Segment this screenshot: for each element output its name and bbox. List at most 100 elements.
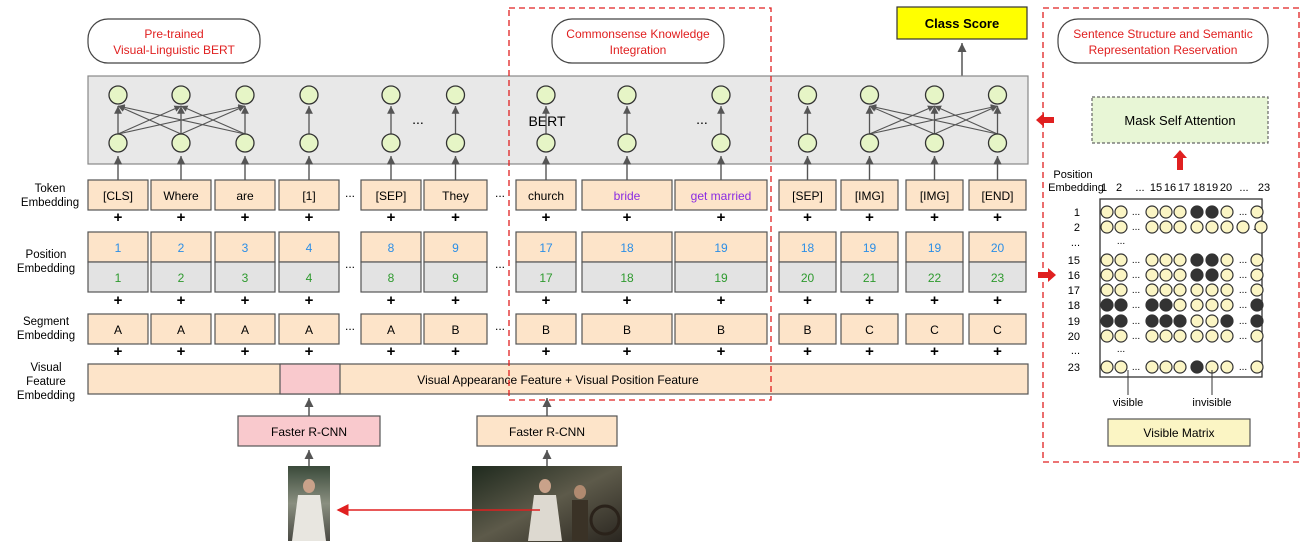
matrix-cell-visible bbox=[1100, 268, 1114, 282]
matrix-cell-visible bbox=[1114, 253, 1128, 267]
matrix-cell-ellipsis: ... bbox=[1239, 300, 1247, 311]
sentence-structure-title-line2: Representation Reservation bbox=[1089, 43, 1238, 57]
plus-sign: + bbox=[993, 209, 1002, 226]
token-text: They bbox=[442, 189, 469, 203]
matrix-position-label-1: Position bbox=[1053, 169, 1092, 181]
faster-rcnn-label-2: Faster R-CNN bbox=[509, 425, 585, 439]
visible-matrix-footer: Visible Matrix bbox=[1143, 426, 1214, 440]
matrix-cell-visible bbox=[1114, 220, 1128, 234]
matrix-cell-visible bbox=[1254, 220, 1268, 234]
token-box bbox=[581, 179, 673, 211]
plus-sign: + bbox=[387, 209, 396, 226]
segment-text: A bbox=[114, 323, 122, 337]
ellipsis: ... bbox=[495, 257, 505, 271]
class-score-label: Class Score bbox=[925, 16, 999, 31]
token-box bbox=[214, 179, 276, 211]
plus-sign: + bbox=[930, 343, 939, 360]
plus-sign: + bbox=[623, 292, 632, 309]
plus-sign: + bbox=[114, 209, 123, 226]
position-top-text: 8 bbox=[388, 241, 395, 255]
embedding-column: [1]+++44A bbox=[278, 156, 340, 360]
position-bottom-text: 21 bbox=[863, 271, 877, 285]
matrix-cell-visible bbox=[1190, 314, 1204, 328]
embedding-column: [SEP]+++88A bbox=[360, 156, 422, 360]
position-bottom-text: 22 bbox=[928, 271, 942, 285]
matrix-cell-visible bbox=[1173, 205, 1187, 219]
segment-text: C bbox=[930, 323, 939, 337]
position-box-top bbox=[423, 231, 488, 263]
matrix-cell-visible bbox=[1145, 360, 1159, 374]
position-bottom-text: 8 bbox=[388, 271, 395, 285]
faster-rcnn-box-2 bbox=[476, 415, 618, 447]
matrix-cell-invisible bbox=[1205, 268, 1219, 282]
position-box-bottom bbox=[87, 261, 149, 293]
bert-bottom-node bbox=[711, 133, 731, 153]
token-box bbox=[968, 179, 1027, 211]
token-text: get married bbox=[691, 189, 752, 203]
matrix-cell-invisible bbox=[1173, 314, 1187, 328]
position-box-bottom bbox=[778, 261, 837, 293]
commonsense-region bbox=[508, 7, 772, 401]
segment-box bbox=[778, 313, 837, 345]
bert-cross-edge bbox=[117, 104, 246, 135]
pretrained-title-box bbox=[87, 18, 261, 64]
segment-box bbox=[423, 313, 488, 345]
commonsense-title-line2: Integration bbox=[610, 43, 667, 57]
bert-top-node bbox=[797, 85, 818, 105]
bert-attention-layer: ...... bbox=[108, 85, 1008, 153]
matrix-cell-ellipsis: ... bbox=[1132, 316, 1140, 327]
visual-row-label-3: Embedding bbox=[17, 390, 75, 402]
segment-text: B bbox=[542, 323, 550, 337]
position-box-bottom bbox=[423, 261, 488, 293]
token-box bbox=[905, 179, 964, 211]
matrix-cell-visible bbox=[1173, 268, 1187, 282]
plus-sign: + bbox=[177, 292, 186, 309]
bert-label: BERT bbox=[528, 113, 566, 129]
bert-top-node bbox=[171, 85, 191, 105]
bert-cross-edge bbox=[934, 105, 998, 135]
token-box bbox=[423, 179, 488, 211]
embedding-column: Where+++22A bbox=[150, 156, 212, 360]
plus-sign: + bbox=[177, 343, 186, 360]
plus-sign: + bbox=[387, 292, 396, 309]
plus-sign: + bbox=[930, 292, 939, 309]
position-row-label-1: Position bbox=[26, 249, 67, 261]
matrix-cell-ellipsis: ... bbox=[1132, 255, 1140, 266]
matrix-position-label-2: Embedding bbox=[1048, 182, 1104, 194]
matrix-cell-invisible bbox=[1190, 360, 1204, 374]
plus-sign: + bbox=[451, 292, 460, 309]
matrix-cell-invisible bbox=[1100, 298, 1114, 312]
matrix-cell-visible bbox=[1250, 283, 1264, 297]
plus-sign: + bbox=[241, 343, 250, 360]
matrix-col-label: 16 bbox=[1164, 182, 1176, 194]
matrix-cell-ellipsis: ... bbox=[1132, 362, 1140, 373]
matrix-cell-ellipsis: ... bbox=[1132, 285, 1140, 296]
matrix-row-label: 17 bbox=[1068, 285, 1080, 297]
cropped-bride-image bbox=[288, 466, 330, 541]
token-text: [IMG] bbox=[855, 189, 884, 203]
segment-text: C bbox=[865, 323, 874, 337]
matrix-cell-visible bbox=[1250, 329, 1264, 343]
matrix-cell-visible bbox=[1220, 268, 1234, 282]
segment-box bbox=[674, 313, 768, 345]
matrix-cell-ellipsis: ... bbox=[1239, 285, 1247, 296]
plus-sign: + bbox=[451, 343, 460, 360]
matrix-row-ellipsis: ... bbox=[1117, 236, 1125, 247]
matrix-cell-visible bbox=[1250, 253, 1264, 267]
plus-sign: + bbox=[114, 292, 123, 309]
matrix-cell-visible bbox=[1173, 329, 1187, 343]
plus-sign: + bbox=[803, 209, 812, 226]
matrix-row-label: 19 bbox=[1068, 316, 1080, 328]
bert-ellipsis: ... bbox=[412, 111, 424, 127]
matrix-cell-ellipsis: ... bbox=[1239, 316, 1247, 327]
matrix-col-label: 18 bbox=[1193, 182, 1205, 194]
segment-text: B bbox=[717, 323, 725, 337]
matrix-cell-visible bbox=[1145, 220, 1159, 234]
mask-self-attention-box bbox=[1091, 96, 1269, 144]
position-top-text: 18 bbox=[801, 241, 815, 255]
segment-box bbox=[87, 313, 149, 345]
position-bottom-text: 17 bbox=[539, 271, 553, 285]
